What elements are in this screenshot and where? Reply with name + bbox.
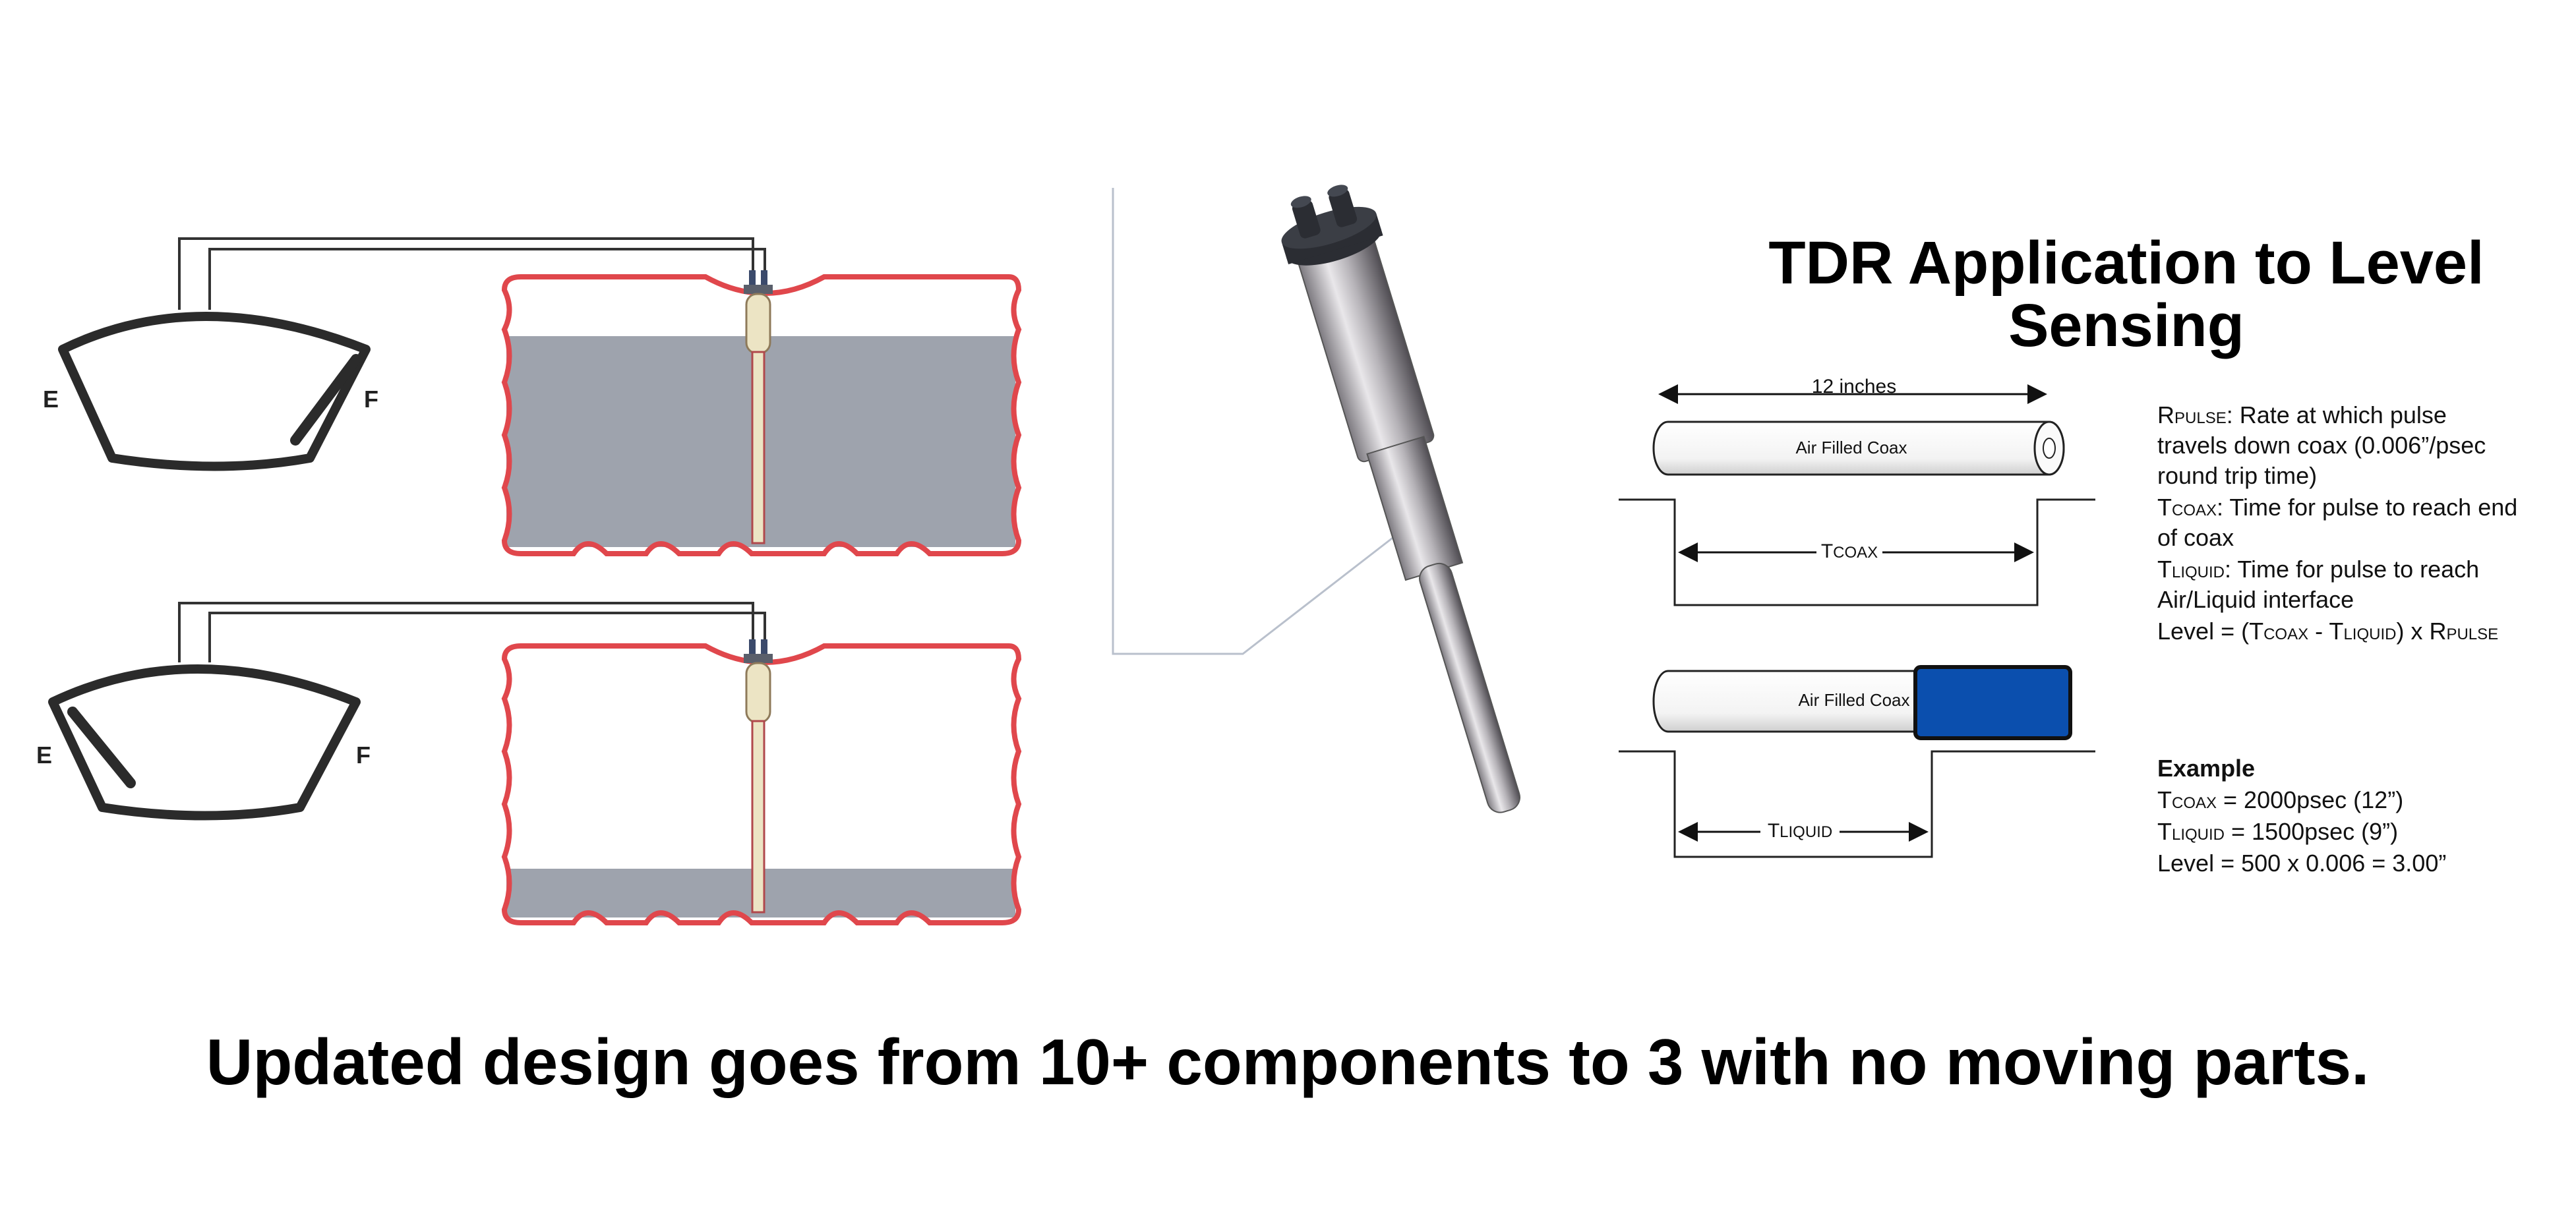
rpulse-definition-line-3: round trip time) [2157,462,2317,489]
bottom-wires [178,602,766,662]
example-heading: Example [2157,755,2255,782]
gauge-needle [290,354,361,446]
tank-outline [501,274,1022,556]
top-level-probe [744,270,773,544]
diagram-title: TDR Application to Level Sensing [1768,229,2484,359]
example-block: Example TCOAX = 2000psec (12”) TLIQUID =… [2157,755,2446,877]
gauge-needle [67,707,136,788]
gauge-face [58,312,371,471]
coax-label: Air Filled Coax [1795,438,1907,457]
coax-liquid-section [1913,665,2072,740]
callout-line [1112,188,1398,655]
pulse-waveform [1619,498,2095,606]
top-fuel-system: E F [43,237,1022,556]
example-tcoax: TCOAX = 2000psec (12”) [2157,786,2403,813]
example-tliquid: TLIQUID = 1500psec (9”) [2157,818,2398,845]
tcoax-definition-line-2: of coax [2157,524,2234,551]
caption: Updated design goes from 10+ components … [206,1026,2370,1098]
gauge-empty-label: E [36,742,52,769]
tcoax-label: TCOAX [1821,540,1878,562]
tliquid-label: TLIQUID [1768,820,1832,842]
coax-diagram-bottom: Air Filled Coax TLIQUID [1619,665,2095,858]
tcoax-definition: TCOAX: Time for pulse to reach end [2157,494,2517,521]
top-wires [178,237,766,310]
rpulse-definition-line-2: travels down coax (0.006”/psec [2157,432,2486,459]
gauge-full-label: F [364,386,378,413]
coax-label: Air Filled Coax [1798,690,1909,710]
bottom-level-probe [744,639,773,914]
title-line-2: Sensing [2008,292,2244,359]
rpulse-definition: RPULSE: Rate at which pulse [2157,401,2447,428]
example-level: Level = 500 x 0.006 = 3.00” [2157,850,2446,877]
tdr-probe-render [1112,185,1520,813]
coax-cable: Air Filled Coax [1652,421,2065,476]
tank-outline [501,643,1022,925]
gauge-empty-label: E [43,386,59,413]
tliquid-definition: TLIQUID: Time for pulse to reach [2157,556,2479,583]
coax-cable-partially-filled: Air Filled Coax [1652,665,2072,740]
tliquid-definition-line-2: Air/Liquid interface [2157,586,2354,613]
definitions-block: RPULSE: Rate at which pulse travels down… [2157,401,2517,645]
length-label: 12 inches [1812,376,1896,397]
bottom-fuel-gauge: E F [36,664,371,821]
gauge-full-label: F [356,742,371,769]
pulse-waveform [1619,750,2095,858]
top-fuel-gauge: E F [43,312,378,471]
level-formula: Level = (TCOAX - TLIQUID) x RPULSE [2157,618,2498,645]
coax-diagram-top: 12 inches Air Filled Coax TCOAX [1619,376,2095,606]
bottom-fuel-system: E F [36,602,1022,925]
title-line-1: TDR Application to Level [1768,229,2484,297]
